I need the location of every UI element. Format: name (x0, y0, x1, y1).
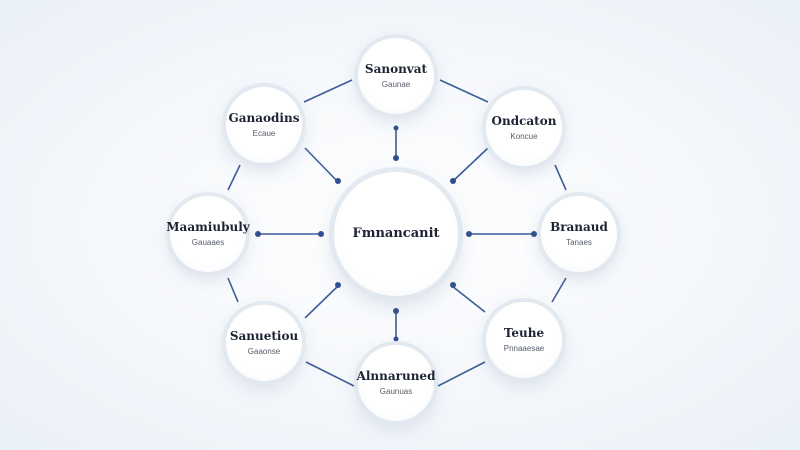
node-subtitle: Gauaaes (191, 238, 225, 247)
node-title: Ondcaton (491, 114, 557, 128)
connector-dot (466, 231, 472, 237)
node-bottom-left: Sanuetiou Gaaonse (226, 305, 302, 381)
connector-dot (318, 231, 324, 237)
node-center-title: Fmnancanit (352, 226, 440, 241)
connector-dot (255, 231, 261, 237)
node-left: Maamiubuly Gauaaes (166, 196, 250, 272)
connector-bottom-left (304, 285, 339, 319)
node-title: Teuhe (503, 326, 545, 340)
node-center: Fmnancanit (334, 172, 458, 296)
ring-link (305, 361, 355, 387)
node-subtitle: Koncue (510, 132, 538, 141)
connector-dot (531, 231, 537, 237)
ring-link (439, 79, 489, 103)
connector-dot (450, 282, 456, 288)
ring-link (303, 79, 353, 103)
node-subtitle: Gaaonse (247, 347, 281, 356)
connector-bottom-right (451, 285, 486, 313)
node-subtitle: Ecaue (252, 129, 276, 138)
node-title: Alnnaruned (356, 369, 436, 383)
node-subtitle: Tanaes (566, 238, 592, 247)
ring-link (437, 361, 486, 387)
node-top: Sanonvat Gaunae (358, 38, 434, 114)
connector-dot (393, 125, 399, 131)
node-title: Sanonvat (364, 62, 428, 76)
node-top-left: Ganaodins Ecaue (226, 87, 302, 163)
ring-link (551, 277, 567, 303)
connector-dot (450, 178, 456, 184)
ring-link (227, 277, 239, 303)
connector-top-right (451, 147, 489, 183)
node-bottom: Alnnaruned Gaunuas (356, 345, 436, 421)
connector-dot (335, 282, 341, 288)
node-subtitle: Pnnaaesae (503, 344, 545, 353)
node-title: Branaud (550, 220, 608, 234)
connector-dot (393, 155, 399, 161)
node-subtitle: Gaunae (381, 80, 411, 89)
node-subtitle: Gaunuas (379, 387, 413, 396)
node-title: Sanuetiou (229, 329, 299, 343)
node-bottom-right: Teuhe Pnnaaesae (486, 302, 562, 378)
ring-link (554, 164, 567, 191)
connector-dot (393, 336, 399, 342)
connector-dot (393, 308, 399, 314)
node-top-right: Ondcaton Koncue (486, 90, 562, 166)
connector-top-left (304, 147, 339, 183)
ring-link (227, 164, 241, 191)
node-right: Branaud Tanaes (541, 196, 617, 272)
node-title: Ganaodins (228, 111, 300, 125)
connector-dot (335, 178, 341, 184)
node-title: Maamiubuly (166, 220, 250, 234)
